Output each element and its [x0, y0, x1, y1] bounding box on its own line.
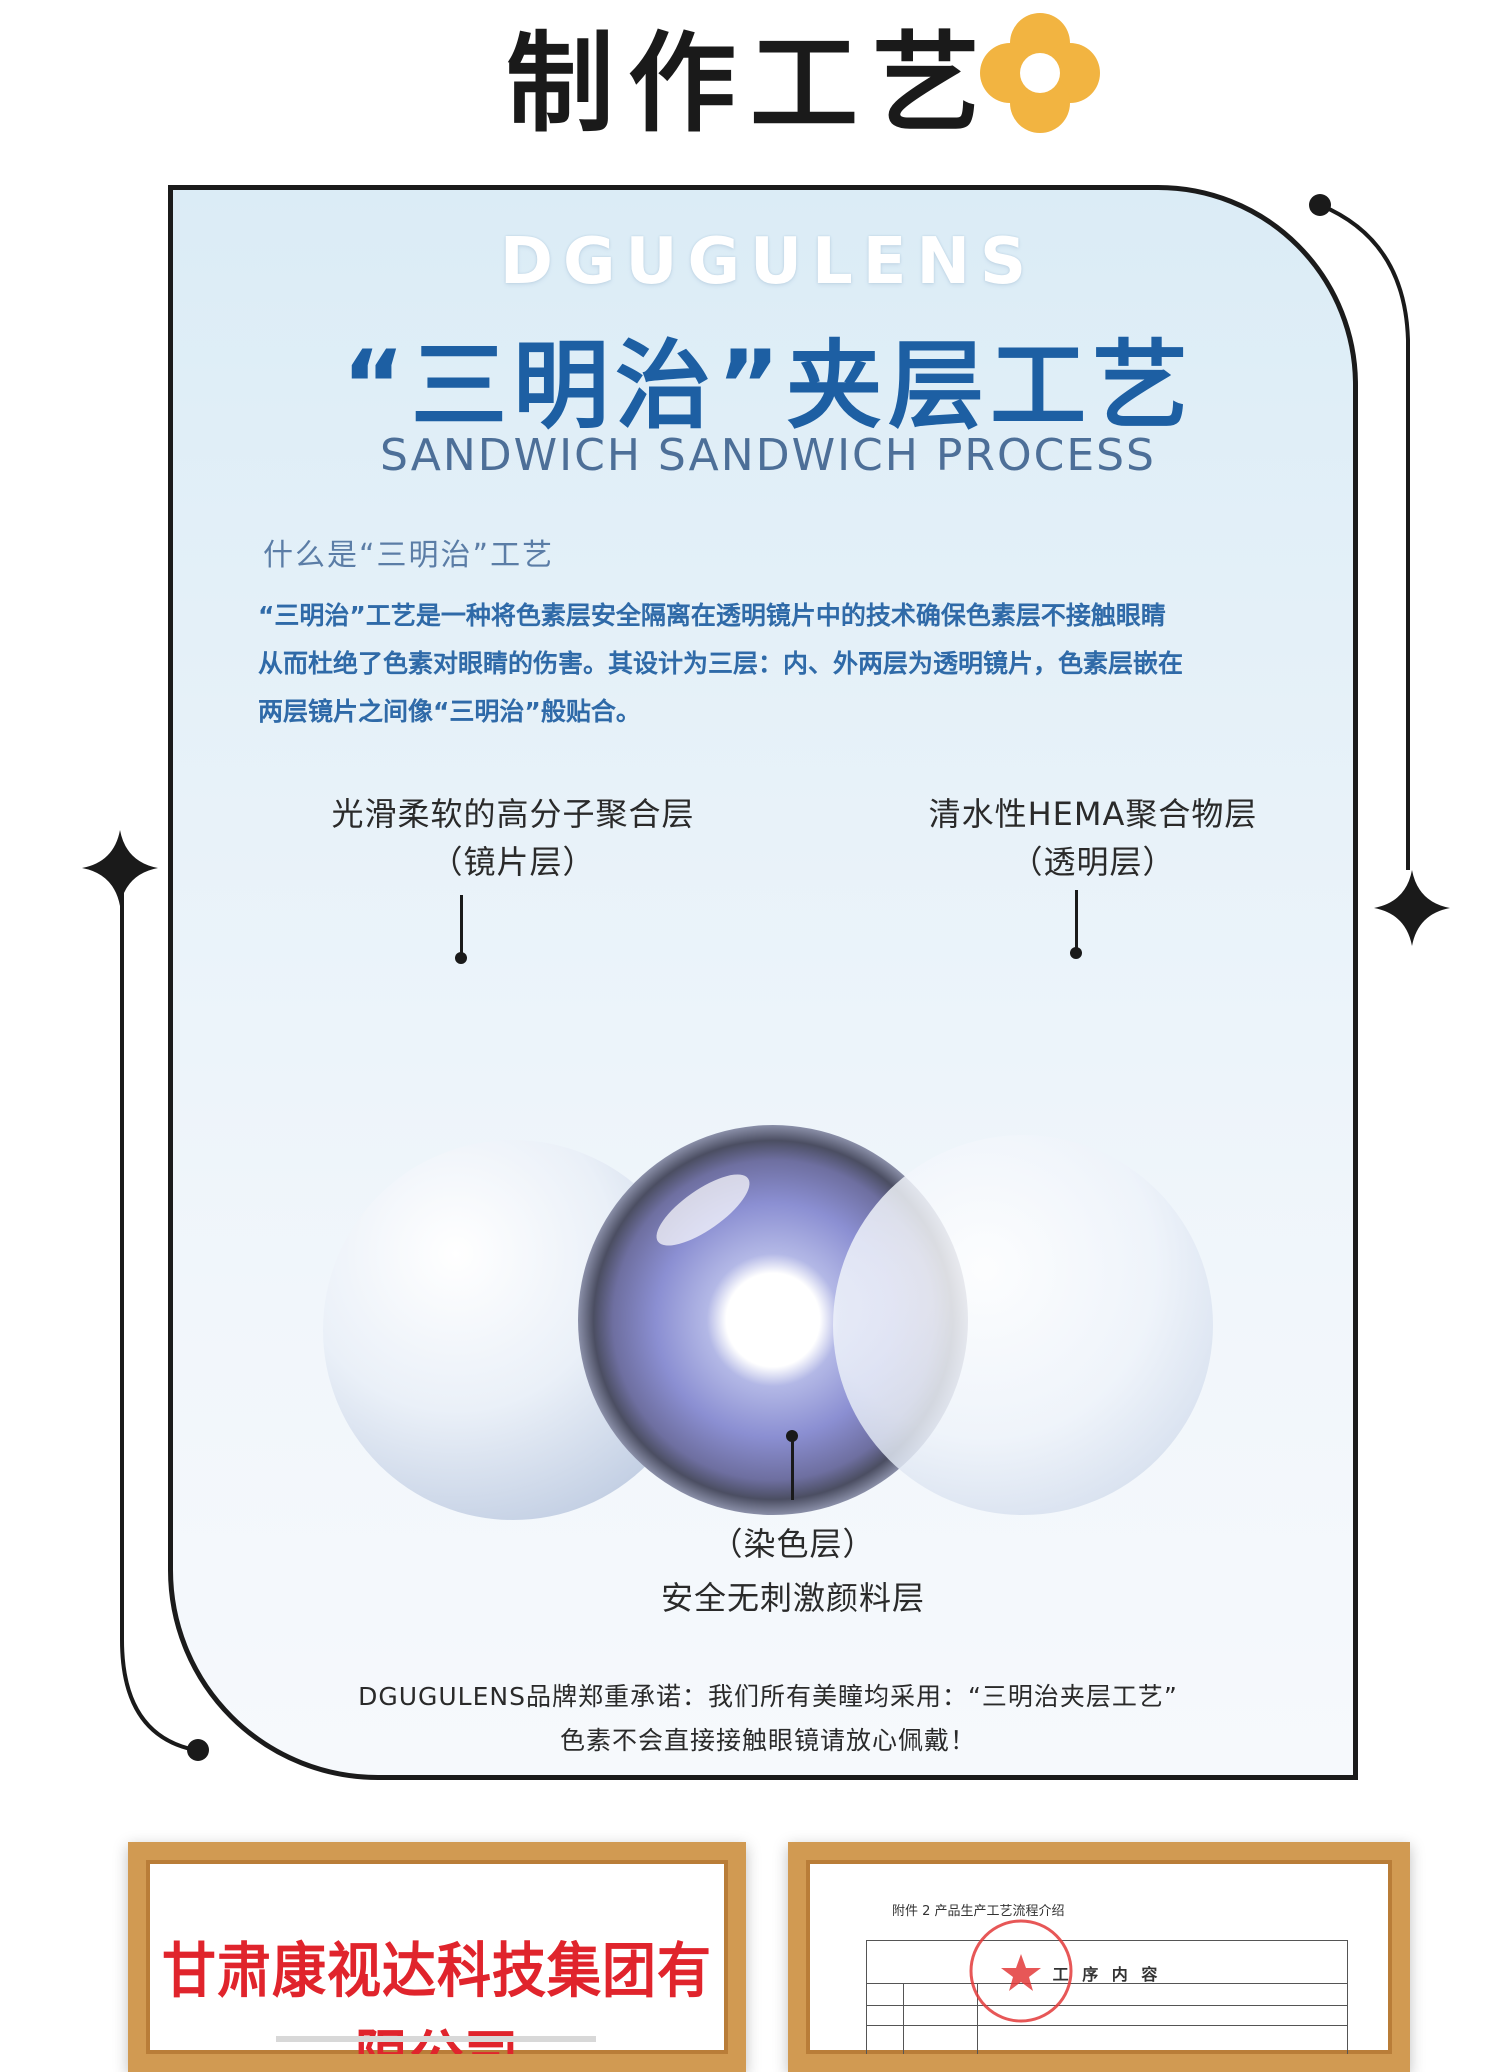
layer-label-line: （染色层）	[710, 1525, 876, 1563]
flower-icon	[980, 13, 1100, 133]
process-title-en: SANDWICH SANDWICH PROCESS	[380, 430, 1156, 481]
pointer-dot-right	[1070, 947, 1082, 959]
table-rule	[903, 1983, 904, 2054]
certificate-frame-left: 甘肃康视达科技集团有限公司	[128, 1842, 746, 2072]
layer-label-lens: 光滑柔软的高分子聚合层 （镜片层）	[283, 790, 743, 886]
certificate-frame-right: 附件 2 产品生产工艺流程介绍 工 序 内 容	[788, 1842, 1410, 2072]
table-rule	[867, 2005, 1347, 2006]
layer-label-line: 安全无刺激颜料层	[660, 1579, 925, 1617]
layer-label-line: 光滑柔软的高分子聚合层	[331, 795, 695, 833]
layer-label-line: （透明层）	[1010, 843, 1176, 881]
text-line	[276, 2036, 596, 2042]
page-title: 制作工艺	[0, 0, 1500, 150]
pointer-line-left	[460, 895, 463, 955]
sandwich-process-card: DGUGULENS “三明治”夹层工艺 SANDWICH SANDWICH PR…	[168, 185, 1358, 1780]
promise-line: 色素不会直接接触眼镜请放心佩戴！	[559, 1726, 976, 1755]
table-rule	[867, 2025, 1347, 2026]
document-caption: 附件 2 产品生产工艺流程介绍	[892, 1904, 1065, 1919]
description-line: 从而杜绝了色素对眼睛的伤害。其设计为三层：内、外两层为透明镜片，色素层嵌在	[258, 649, 1184, 678]
pointer-line-bottom	[791, 1438, 794, 1500]
pointer-dot-left	[455, 952, 467, 964]
layer-label-dye: （染色层） 安全无刺激颜料层	[533, 1520, 1053, 1622]
table-rule	[977, 1983, 978, 2054]
process-description: “三明治”工艺是一种将色素层安全隔离在透明镜片中的技术确保色素层不接触眼睛 从而…	[258, 592, 1298, 736]
official-seal-stamp	[969, 1919, 1073, 2023]
process-table: 工 序 内 容	[866, 1940, 1348, 2054]
lens-layers-illustration	[323, 1125, 1213, 1520]
pointer-line-right	[1075, 890, 1078, 950]
description-line: “三明治”工艺是一种将色素层安全隔离在透明镜片中的技术确保色素层不接触眼睛	[258, 601, 1166, 630]
layer-label-line: （镜片层）	[430, 843, 596, 881]
question-heading: 什么是“三明治”工艺	[263, 538, 555, 573]
promise-line: DGUGULENS品牌郑重承诺：我们所有美瞳均采用：“三明治夹层工艺”	[358, 1682, 1178, 1711]
pointer-dot-bottom	[786, 1430, 798, 1442]
table-rule	[867, 1983, 1347, 1984]
table-header: 工 序 内 容	[1052, 1965, 1162, 1984]
brand-promise: DGUGULENS品牌郑重承诺：我们所有美瞳均采用：“三明治夹层工艺” 色素不会…	[173, 1675, 1353, 1763]
layer-label-line: 清水性HEMA聚合物层	[928, 795, 1258, 833]
company-name: 甘肃康视达科技集团有限公司	[162, 1935, 712, 2072]
sparkle-icon-left	[82, 830, 158, 906]
process-title-cn: “三明治”夹层工艺	[341, 330, 1195, 442]
brand-name: DGUGULENS	[499, 225, 1037, 299]
description-line: 两层镜片之间像“三明治”般贴合。	[258, 697, 641, 726]
page-title-text: 制作工艺	[505, 22, 994, 147]
sparkle-icon-right	[1374, 870, 1450, 946]
layer-label-transparent: 清水性HEMA聚合物层 （透明层）	[873, 790, 1313, 886]
